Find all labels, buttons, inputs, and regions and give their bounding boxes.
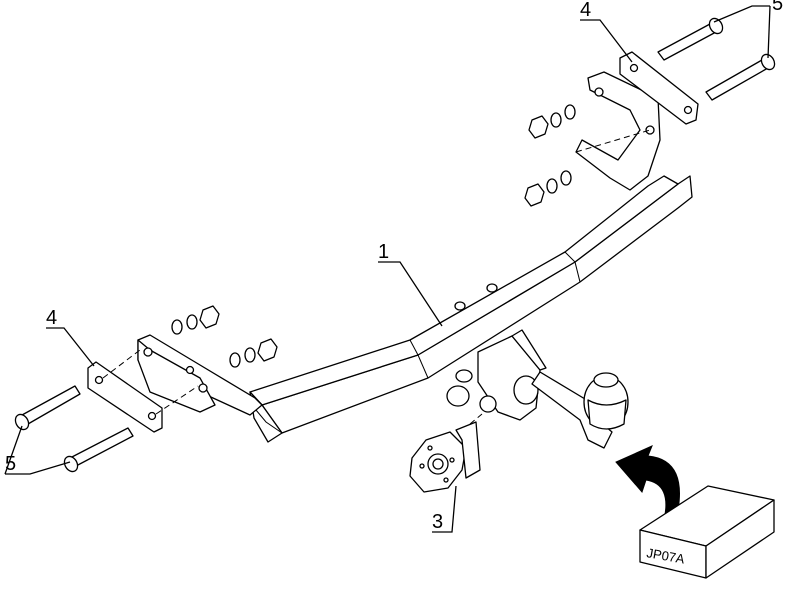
left-mounting-bracket [137, 334, 263, 416]
callout-part-4-right: 4 [580, 0, 591, 21]
callout-leaders [4, 5, 771, 533]
right-nuts-washers [524, 104, 576, 207]
package-code: JP07A [645, 545, 686, 566]
right-mounting-bracket [575, 51, 699, 191]
left-plate [87, 349, 199, 433]
callout-part-3: 3 [432, 511, 443, 533]
left-nuts-washers [171, 305, 278, 368]
socket-plate [409, 413, 483, 493]
callout-part-4-left: 4 [46, 307, 57, 329]
callout-part-5-left: 5 [5, 453, 16, 475]
right-bolts [657, 17, 776, 101]
curved-arrow-icon [615, 445, 680, 521]
package-box [639, 485, 775, 579]
callout-part-5-right: 5 [772, 0, 783, 15]
beam-center-studs [454, 283, 498, 311]
hitch-mount [446, 329, 629, 449]
callout-part-1: 1 [378, 241, 389, 263]
left-bolts [14, 385, 134, 473]
cross-beam [249, 175, 693, 443]
